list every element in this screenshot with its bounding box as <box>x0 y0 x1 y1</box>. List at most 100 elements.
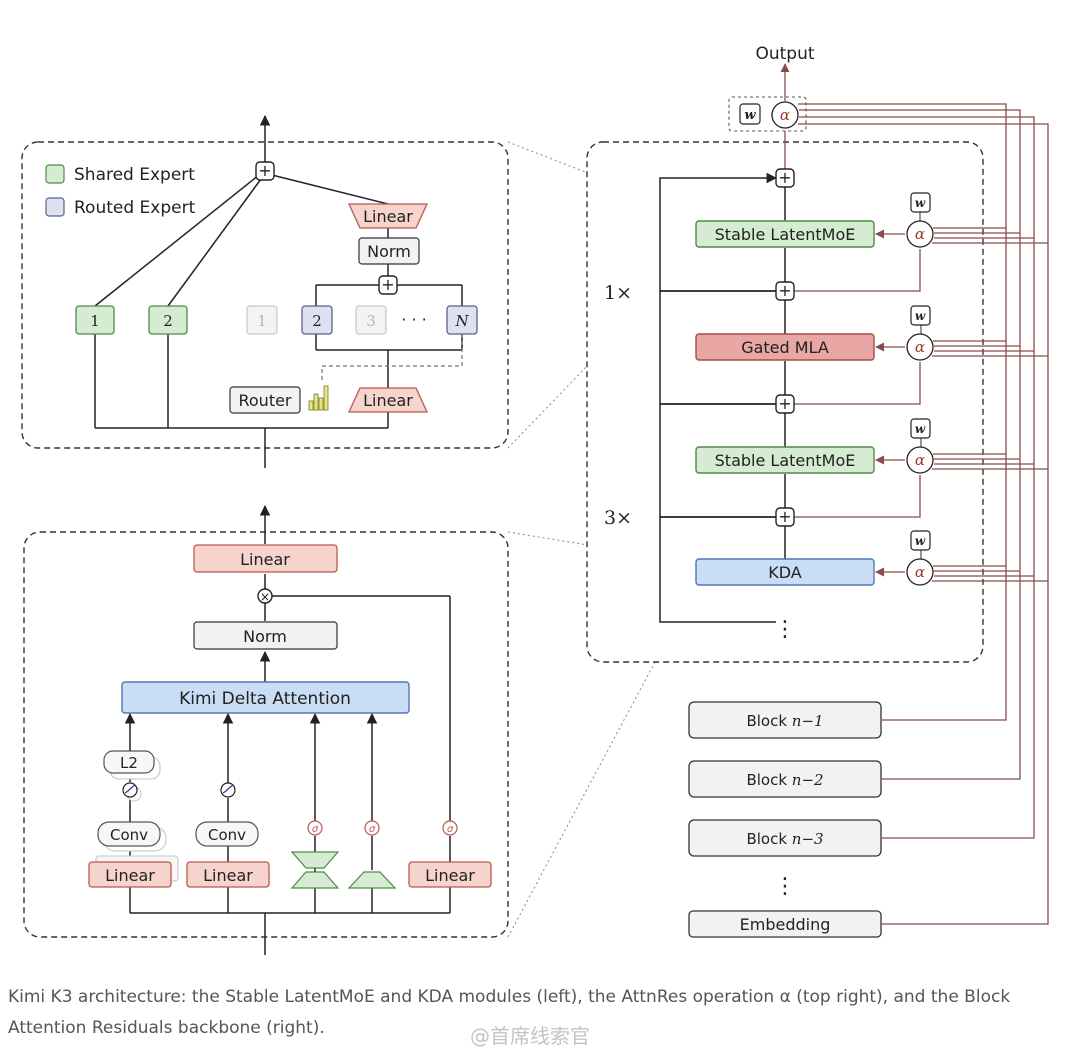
svg-text:w: w <box>915 196 926 210</box>
branch5-sigma-icon <box>442 820 458 836</box>
svg-text:×: × <box>260 590 270 604</box>
routed-expert-3-label: 3 <box>366 312 376 330</box>
svg-text:+: + <box>381 275 394 294</box>
kda-branch-output-gate: σ Linear <box>408 820 492 888</box>
kda-linear-out: Linear <box>193 544 338 573</box>
routed-sum-node: + <box>378 275 398 295</box>
module-kda: KDA <box>695 558 875 586</box>
branch2-linear <box>186 861 270 888</box>
svg-text:α: α <box>780 106 790 124</box>
moe-linear-up-label: Linear <box>363 207 413 226</box>
kda-branch-qk: L2 Conv Linear <box>88 750 179 888</box>
multiplier-1x: 1× <box>604 282 632 304</box>
kda-linear-out-label: Linear <box>240 550 290 569</box>
svg-text:Gated MLA: Gated MLA <box>741 338 829 357</box>
branch1-linear <box>88 861 172 888</box>
sum-node-4: + <box>775 507 795 527</box>
branch3-up-proj <box>290 871 340 889</box>
svg-text:Block n−2: Block n−2 <box>746 771 823 789</box>
blocks-continue-dots: ⋮ <box>774 874 796 899</box>
branch-l2-norm <box>103 750 155 774</box>
module-gated-mla: Gated MLA <box>695 333 875 361</box>
figure-caption: Kimi K3 architecture: the Stable LatentM… <box>8 987 1011 1038</box>
moe-legend: Shared Expert Routed Expert <box>45 164 196 218</box>
branch2-conv <box>195 821 259 847</box>
branch1-linear-label: Linear <box>105 866 155 885</box>
moe-norm-label: Norm <box>367 242 411 261</box>
branch3-down-proj <box>290 851 340 869</box>
shared-expert-1: 1 <box>75 305 115 335</box>
module-stable-latentmoe-bottom: Stable LatentMoE <box>695 446 875 474</box>
watermark: @首席线索官 <box>470 1024 590 1048</box>
multiplier-3x: 3× <box>604 507 632 529</box>
moe-panel: Shared Expert Routed Expert <box>21 114 509 468</box>
svg-text:Block n−3: Block n−3 <box>746 830 823 848</box>
branch4-sigma-icon <box>364 820 380 836</box>
attnres-layer-2: w α <box>906 305 934 361</box>
embedding-block: Embedding <box>688 910 882 938</box>
branch4-sigma-label: σ <box>369 824 376 835</box>
backbone-skip-lines <box>659 172 786 623</box>
svg-text:α: α <box>915 225 925 243</box>
attnres-layer-3: w α <box>906 418 934 474</box>
kda-panel: Linear × Norm Kimi Delta Attention L2 C <box>23 504 509 955</box>
legend-swatch-routed <box>45 197 65 217</box>
embedding-label: Embedding <box>740 915 831 934</box>
output-label: Output <box>755 44 814 64</box>
kda-branch-gate-bottleneck: σ <box>290 820 340 889</box>
attnres-residual-lines <box>780 63 1049 925</box>
legend-label-routed: Routed Expert <box>74 198 196 218</box>
output-w-box: w <box>739 103 761 125</box>
svg-text:w: w <box>915 309 926 323</box>
moe-norm: Norm <box>358 237 420 265</box>
attnres-layer-1: w α <box>906 192 934 248</box>
legend-label-shared: Shared Expert <box>74 165 195 185</box>
branch1-conv <box>97 821 161 847</box>
routed-expert-ellipsis: · · · <box>401 310 426 329</box>
branch5-linear <box>408 861 492 888</box>
svg-text:Stable LatentMoE: Stable LatentMoE <box>715 451 856 470</box>
router: Router <box>229 386 301 414</box>
kda-norm: Norm <box>193 621 338 650</box>
zoom-connectors <box>507 141 656 938</box>
routed-expert-3: 3 <box>355 305 387 335</box>
branch4-proj <box>347 871 397 889</box>
kda-wiring <box>124 504 451 955</box>
svg-text:α: α <box>915 563 925 581</box>
kda-norm-label: Norm <box>243 627 287 646</box>
kda-branch-v: Conv Linear <box>186 782 270 888</box>
svg-text:Block n−1: Block n−1 <box>746 712 823 730</box>
svg-text:+: + <box>258 161 271 180</box>
svg-text:α: α <box>915 338 925 356</box>
svg-text:w: w <box>915 534 926 548</box>
routed-expert-1: 1 <box>246 305 278 335</box>
legend-swatch-shared <box>45 164 65 184</box>
moe-linear-down-label: Linear <box>363 391 413 410</box>
kda-multiply-node: × <box>257 588 273 604</box>
routed-expert-2-label: 2 <box>312 312 322 330</box>
svg-text:KDA: KDA <box>768 563 802 582</box>
branch5-linear-label: Linear <box>425 866 475 885</box>
backbone: Output w α + + + + 1× 3× Stable LatentMo… <box>586 44 1049 938</box>
sum-node-2: + <box>775 281 795 301</box>
kda-panel-border <box>23 531 509 938</box>
moe-wiring <box>94 114 463 468</box>
router-scores-icon <box>308 385 329 411</box>
moe-linear-down: Linear <box>347 387 429 413</box>
svg-text:+: + <box>778 281 791 300</box>
shared-expert-1-label: 1 <box>90 312 100 330</box>
block-n-3: Block n−3 <box>688 819 882 857</box>
sum-node-1: + <box>775 168 795 188</box>
svg-text:w: w <box>915 422 926 436</box>
routed-expert-1-label: 1 <box>257 312 267 330</box>
shared-expert-2: 2 <box>148 305 188 335</box>
kda-branch-beta: σ <box>347 820 397 889</box>
svg-text:α: α <box>915 451 925 469</box>
branch5-sigma-label: σ <box>447 824 454 835</box>
sum-node-3: + <box>775 394 795 414</box>
routed-expert-n-label: N <box>454 312 469 330</box>
block-n-1: Block n−1 <box>688 701 882 739</box>
branch3-sigma-icon <box>307 820 323 836</box>
module-stable-latentmoe-top: Stable LatentMoE <box>695 220 875 248</box>
routed-expert-2: 2 <box>301 305 333 335</box>
